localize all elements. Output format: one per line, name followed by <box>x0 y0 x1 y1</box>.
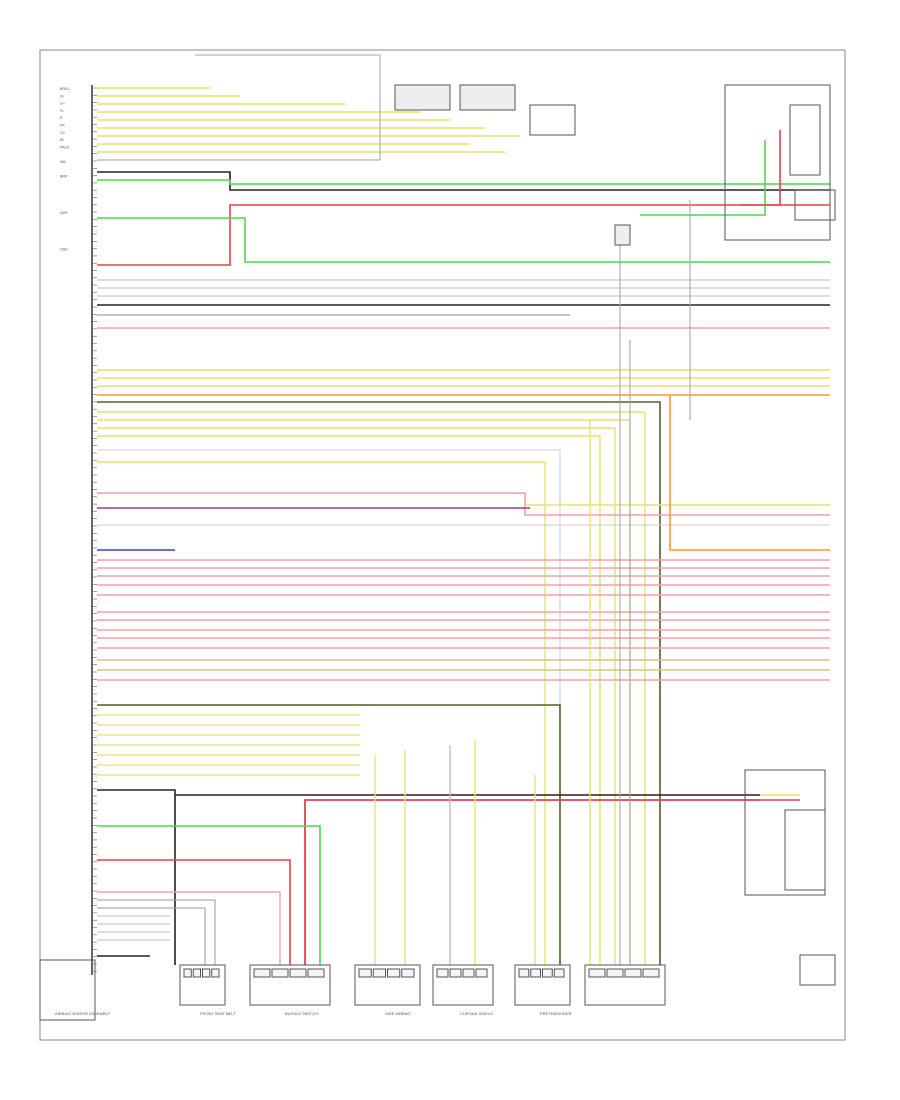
gray-wire <box>97 907 206 965</box>
red-wire <box>97 204 830 266</box>
green-wire-3 <box>97 825 321 965</box>
connector-pin <box>401 968 415 978</box>
right-upper-module <box>724 84 831 241</box>
gray-wire <box>97 899 216 965</box>
connector-pin <box>372 968 386 978</box>
connector-pin <box>289 968 307 978</box>
connector-pin <box>518 968 530 978</box>
pin-label: FR <box>60 124 65 128</box>
connector-pin <box>475 968 488 978</box>
connector-pin <box>211 968 220 978</box>
connector-pin <box>588 968 606 978</box>
wire-group <box>97 54 830 965</box>
connector-pin <box>358 968 372 978</box>
pin-label: BRR <box>60 175 68 179</box>
yellow-drop-wire <box>97 461 546 965</box>
component-label: AIRBAG SENSOR ASSEMBLY <box>55 1011 111 1016</box>
passenger-switch-box <box>799 954 836 986</box>
connector-pin <box>553 968 565 978</box>
connector-pin <box>253 968 271 978</box>
green-wire-2 <box>97 217 830 263</box>
sensor-box <box>794 189 836 221</box>
pin-label: LH <box>60 102 65 106</box>
connector-pin <box>192 968 201 978</box>
component-label: BUCKLE SWITCH <box>285 1011 318 1016</box>
yellow-drop-wire <box>97 427 616 965</box>
connector-pin <box>642 968 660 978</box>
pin-label: IND <box>60 160 67 164</box>
connector-pin <box>183 968 192 978</box>
connector-pin <box>436 968 449 978</box>
black-wire <box>97 171 830 191</box>
connector-pin <box>462 968 475 978</box>
component-label: PRETENSIONER <box>540 1011 572 1016</box>
pin-label: FL <box>60 109 64 113</box>
connector-pin <box>307 968 325 978</box>
airbag-sensor-assembly <box>39 959 96 1021</box>
component-label: SIDE AIRBAG <box>385 1011 410 1016</box>
olive-wire <box>97 401 661 965</box>
label-group: BRK-L IG LH FL R FR LG RL PASS IND BRR LWR GND AIRBAG… <box>55 87 572 1016</box>
green-wire-right <box>740 140 766 216</box>
yellow-drop-wire <box>97 419 631 965</box>
component-label: FRONT SEAT BELT <box>200 1011 236 1016</box>
diagram-frame <box>39 49 846 1041</box>
connector-pin <box>202 968 211 978</box>
switch-box <box>789 104 821 176</box>
pink-wire-2 <box>97 492 830 516</box>
top-module-1 <box>394 84 451 111</box>
red-wire-right <box>740 130 781 206</box>
connector-pin <box>387 968 401 978</box>
connector-pin <box>542 968 553 978</box>
resistor-box <box>614 224 631 246</box>
pin-label: LWR <box>60 211 68 215</box>
pin-label: GND <box>60 248 68 252</box>
pin-label: RL <box>60 138 65 142</box>
pink-wire-3 <box>97 891 281 965</box>
olive-wire-2 <box>97 704 561 965</box>
pin-label: IG <box>60 94 64 98</box>
component-group <box>39 84 836 1021</box>
pin-label: BRK-L <box>60 87 70 91</box>
connector-pin <box>606 968 624 978</box>
black-wire-3 <box>97 789 176 965</box>
top-module-2 <box>459 84 516 111</box>
red-wire-2 <box>304 799 760 965</box>
red-wire-3 <box>97 859 291 965</box>
connector-pin <box>271 968 289 978</box>
pin-label: LG <box>60 131 65 135</box>
connector-pin <box>449 968 462 978</box>
lower-switch-box <box>784 809 826 891</box>
connector-pin <box>624 968 642 978</box>
gray-drop-wire <box>97 449 561 965</box>
pin-label: R <box>60 116 63 120</box>
top-gray-wire <box>97 54 381 161</box>
yellow-drop-wire <box>97 435 601 965</box>
component-label: CURTAIN SHIELD <box>460 1011 493 1016</box>
connector-pin <box>530 968 541 978</box>
yellow-drop-wire <box>97 411 646 965</box>
pin-label: PASS <box>60 145 70 149</box>
green-wire <box>97 179 830 185</box>
top-module-3 <box>529 104 576 136</box>
orange-wire-2 <box>669 395 830 551</box>
